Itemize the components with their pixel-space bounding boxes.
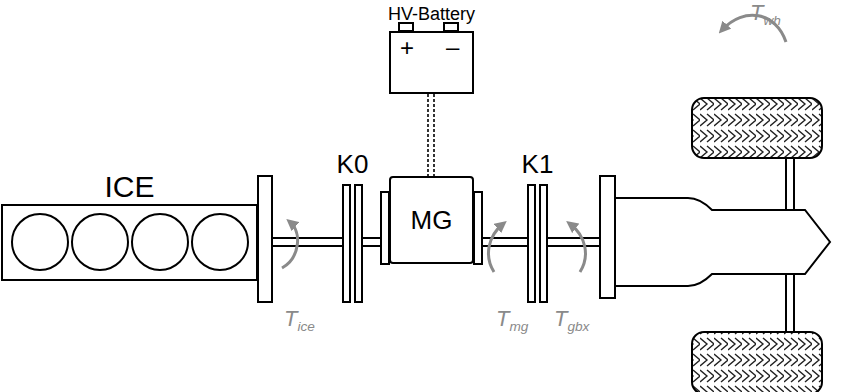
clutch: K0: [343, 185, 362, 302]
torque-symbol: Tice: [284, 308, 315, 333]
terminal-sign: –: [446, 35, 459, 59]
torque-arrow: [282, 15, 786, 272]
battery-terminal: [444, 23, 458, 31]
cylinder: [12, 214, 248, 270]
hv-cable: [428, 94, 434, 176]
motor-endplate: [474, 192, 482, 264]
cable-line: [433, 94, 435, 176]
engine-flange: [258, 176, 272, 302]
torque-symbol: Tgbx: [554, 308, 589, 333]
node-heading: HV-Battery: [388, 5, 475, 23]
node-heading: ICE: [104, 172, 154, 202]
battery-terminal: [399, 23, 413, 31]
motor-generator-box: MG: [389, 176, 474, 264]
torque-symbol: Tmg: [496, 308, 528, 333]
shaft: [547, 238, 600, 246]
clutch-plate: [528, 185, 535, 302]
gearbox-housing: [615, 198, 830, 286]
terminal-sign: +: [400, 36, 414, 60]
clutch-plate: [540, 185, 547, 302]
engine-block: ICE: [1, 204, 258, 281]
motor-endplate: [381, 192, 389, 264]
node-heading: K0: [337, 151, 369, 177]
wheel: [692, 98, 822, 392]
clutch-plate: [355, 185, 362, 302]
node-heading: K1: [522, 151, 554, 177]
torque-symbol: Twh: [750, 2, 781, 27]
gearbox-flange: [600, 176, 615, 298]
node-label: MG: [411, 207, 453, 233]
cable-line: [427, 94, 429, 176]
clutch: K1: [528, 185, 547, 302]
clutch-plate: [343, 185, 350, 302]
